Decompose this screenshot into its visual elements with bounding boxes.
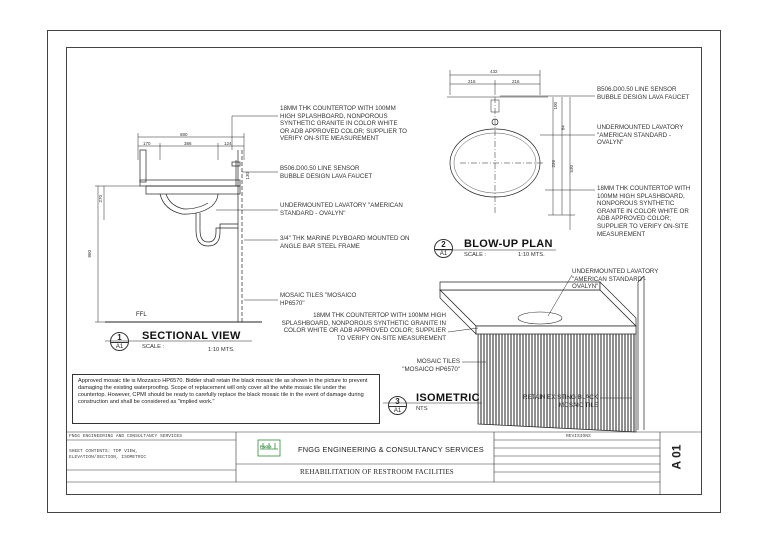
view-number: 3 xyxy=(395,397,400,406)
title-block-revisions: REVISIONS xyxy=(566,434,591,439)
sectional-note-tiles: MOSAIC TILES "MOSAICO HP6570" xyxy=(280,292,357,307)
blowup-note-faucet: B506.D00.50 LINE SENSOR BUBBLE DESIGN LA… xyxy=(597,86,690,101)
drawing-sheet-border xyxy=(47,30,721,513)
dim-label: 100 xyxy=(552,102,558,110)
view-number: 2 xyxy=(441,240,446,249)
view-number: 1 xyxy=(117,333,122,342)
sectional-note-faucet: B506.D00.50 LINE SENSOR BUBBLE DESIGN LA… xyxy=(280,165,373,180)
blowup-note-countertop: 18MM THK COUNTERTOP WITH 100MM HIGH SPLA… xyxy=(597,185,691,238)
iso-note-countertop: 18MM THK COUNTERTOP WITH 100MM HIGH SPLA… xyxy=(281,312,446,342)
dim-label: 530 xyxy=(568,165,574,173)
sheet-number: A 01 xyxy=(669,444,684,470)
dim-label: 226 xyxy=(550,160,556,168)
view-sheet-ref: A1 xyxy=(435,249,452,258)
dim-label: 860 xyxy=(86,250,92,258)
sectional-scale-value: 1:10 MTS. xyxy=(208,347,235,353)
iso-note-retain-tile: RETAIN EXISTING BLACK MOSAIC TILE xyxy=(523,394,598,409)
dim-label: 216 xyxy=(512,79,520,84)
iso-note-tiles: MOSAIC TILES "MOSAICO HP6570" xyxy=(402,358,460,373)
sectional-note-lavatory: UNDERMOUNTED LAVATORY "AMERICAN STANDARD… xyxy=(280,202,403,217)
sectional-note-countertop: 18MM THK COUNTERTOP WITH 100MM HIGH SPLA… xyxy=(280,105,407,143)
view-sheet-ref: A1 xyxy=(111,342,128,351)
dim-label: 680 xyxy=(180,132,188,137)
dim-label: 216 xyxy=(468,79,476,84)
title-block-contents: SHEET CONTENTS: TOP VIEW, ELEVATION/SECT… xyxy=(69,449,147,460)
remark-box: Approved mosaic tile is Mozzaico HP6570.… xyxy=(72,374,380,424)
drawing-frame xyxy=(66,47,702,495)
sectional-view-title: SECTIONAL VIEW xyxy=(142,330,241,342)
remark-text: Approved mosaic tile is Mozzaico HP6570.… xyxy=(78,378,368,406)
view-bubble-blowup: 2 A1 xyxy=(434,239,453,258)
isometric-view-title: ISOMETRIC xyxy=(416,392,480,404)
sectional-view-drawing xyxy=(95,115,278,342)
isometric-scale-label: NTS xyxy=(416,406,428,412)
ffl-label: FFL xyxy=(136,312,147,318)
dim-label: 270 xyxy=(97,195,103,203)
dim-label: 170 xyxy=(143,141,151,146)
view-sheet-ref: A1 xyxy=(389,406,406,415)
title-block-firm: FNGG ENGINEERING & CONSULTANCY SERVICES xyxy=(298,445,484,454)
sectional-scale-label: SCALE : xyxy=(142,344,165,350)
sectional-note-plyboard: 3/4" THK MARINE PLYBOARD MOUNTED ON ANGL… xyxy=(280,235,410,250)
dim-label: 84 xyxy=(560,125,566,131)
dim-label: 432 xyxy=(490,69,498,74)
blowup-scale-label: SCALE : xyxy=(464,252,487,258)
logo-text: FNGG xyxy=(260,444,272,449)
dim-label: 124 xyxy=(224,141,232,146)
title-block-firm-small: FNGG ENGINEERING AND CONSULTANCY SERVICE… xyxy=(69,434,183,439)
view-bubble-isometric: 3 A1 xyxy=(388,396,407,415)
firm-logo xyxy=(257,439,281,457)
title-block-project: REHABILITATION OF RESTROOM FACILITIES xyxy=(300,468,454,476)
iso-note-lavatory: UNDERMOUNTED LAVATORY "AMERICAN STANDARD… xyxy=(572,268,659,291)
blowup-view-title: BLOW-UP PLAN xyxy=(464,238,553,250)
blowup-plan-drawing xyxy=(436,70,595,251)
view-bubble-sectional: 1 A1 xyxy=(110,332,129,351)
dim-label: 130 xyxy=(244,172,250,180)
dim-label: 386 xyxy=(184,141,192,146)
title-block-grid xyxy=(66,431,702,495)
blowup-scale-value: 1:10 MTS. xyxy=(518,252,545,258)
blowup-note-lavatory: UNDERMOUNTED LAVATORY "AMERICAN STANDARD… xyxy=(597,124,684,147)
isometric-drawing xyxy=(383,274,645,433)
